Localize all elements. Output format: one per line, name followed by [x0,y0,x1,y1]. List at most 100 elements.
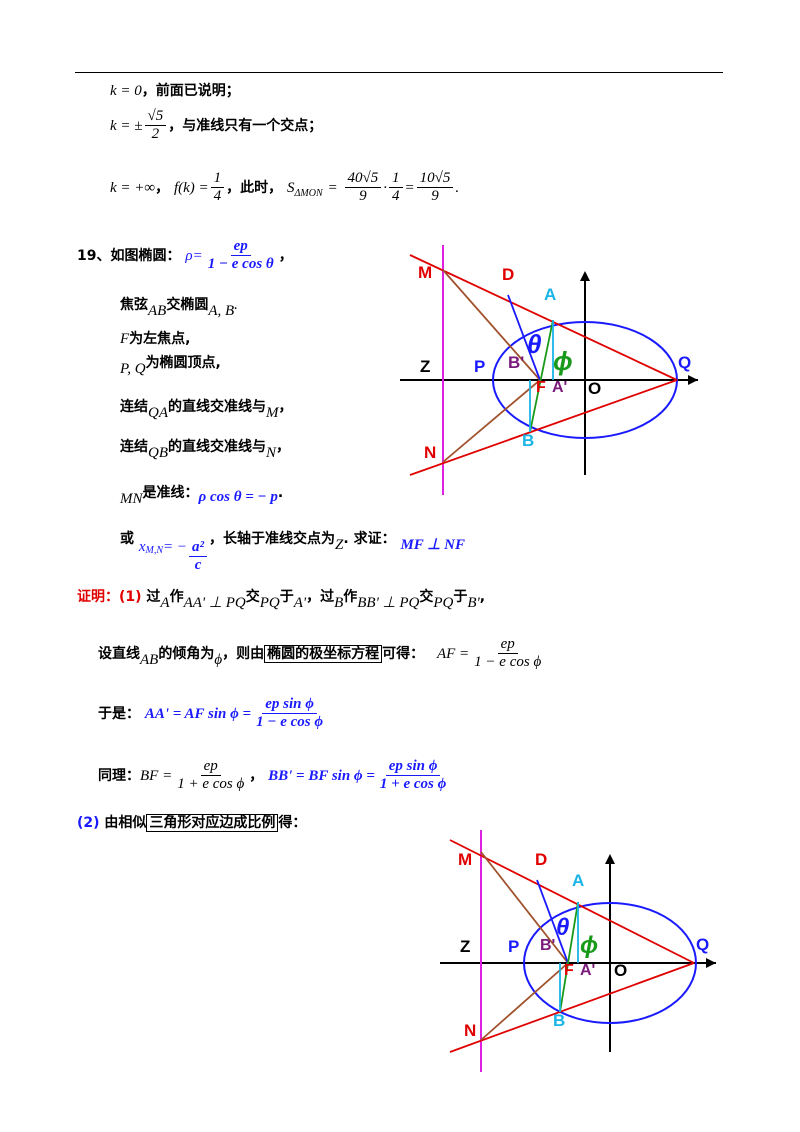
k2-sep: ， [155,179,170,196]
l4-d: M [266,405,279,421]
problem-line-6: MN是准线：ρ cos θ = − p. [120,482,283,508]
k1-num: √5 [144,108,167,127]
k2-text: ，此时， [226,179,283,196]
p3-b: AA' = AF sin ϕ = [144,705,252,722]
s-eq: = [327,179,338,196]
l7-e: Z [335,537,344,553]
label-o-2: O [614,961,627,980]
problem-line-5: 连结QB的直线交准线与N， [120,436,290,462]
p1-n: PQ [433,595,454,611]
line-mf-2 [480,851,569,964]
s-f3-den: 9 [431,188,439,205]
p5-a: (2) [77,815,100,831]
ellipse-2 [523,902,697,1024]
p2-d: ϕ [214,651,223,668]
l1-d: A, B [208,303,235,319]
label-f: F [536,379,546,396]
line-qbn [409,379,678,476]
p4-c: ， [249,767,264,784]
label-q-2: Q [696,935,709,954]
k0-expr: k = 0 [110,83,142,99]
p1-i: ，过 [306,589,335,605]
s-sub: ΔMON [294,187,323,199]
l5-c: 的直线交准线与 [168,439,266,455]
s-dot: · [383,179,387,196]
k1-prefix: k = ± [110,117,143,134]
l1-e: . [234,297,238,313]
line-qam [409,254,678,381]
p1-j: B [334,595,344,611]
p4-d: BB' = BF sin ϕ = [268,767,375,784]
l7-sub: M,N [145,545,164,556]
p4-num2: ep sin ϕ [385,758,441,777]
p5-c: 得： [278,815,307,831]
problem-line-1: 焦弦AB交椭圆A, B. [120,294,238,320]
p1-d: AA' ⊥ PQ [183,595,246,611]
label-b: B [522,431,534,450]
problem-line-3: P, Q为椭圆顶点, [120,352,221,378]
p3-a: 于是： [98,705,140,722]
p1-e: 交 [245,589,260,605]
p1-l: BB' ⊥ PQ [357,595,420,611]
label-z-2: Z [460,937,470,956]
l6-d: . [277,485,284,501]
s-f3-num: 10√5 [416,170,454,189]
l7-den: c [194,557,202,574]
l4-c: 的直线交准线与 [168,399,266,415]
s-f2-num: 1 [389,170,403,189]
l7-num: a² [189,539,208,558]
ellipse-figure-2: M D A Z P B' F A' O Q N B θ ϕ [440,830,716,1072]
rho-num: ep [230,238,251,257]
l1-a: 焦弦 [120,297,148,313]
label-q: Q [678,353,691,372]
label-d-2: D [535,850,547,869]
p1-a: 过 [146,589,161,605]
s-end: . [455,179,460,196]
p2-den: 1 − e cos ϕ [474,654,542,671]
l6-b: 是准线： [142,485,199,501]
s-f2-den: 4 [392,188,400,205]
label-theta-2: θ [556,914,569,941]
p1-g: 于 [279,589,294,605]
label-a-prime-2: A' [580,962,595,979]
l7-a: 或 [120,531,134,547]
label-a-2: A [572,871,584,890]
l7-b: x [138,539,146,555]
label-p: P [474,357,485,376]
p2-b: AB [140,651,159,668]
label-b-prime-2: B' [540,937,555,954]
p1-f: PQ [259,595,280,611]
label-n: N [424,443,436,462]
y-axis-arrow-2 [605,854,615,864]
p5-b: 由相似 [104,815,147,831]
p1-q: , [479,589,486,605]
s-eq2: = [404,179,415,196]
y-axis-arrow [580,271,590,281]
k1-text: ，与准线只有一个交点； [168,117,323,134]
p1-m: 交 [419,589,434,605]
label-phi: ϕ [553,346,573,376]
line-nf-2 [480,962,569,1041]
p3-den: 1 − e cos ϕ [256,714,324,731]
label-a: A [544,285,556,304]
p1-k: 作 [343,589,358,605]
rho-den: 1 − e cos θ [207,256,274,273]
p4-num: ep [200,758,221,777]
chord-ab-2 [559,901,579,1013]
p4-den: 1 + e cos ϕ [177,776,245,793]
k0-text: ，前面已说明； [141,83,240,99]
label-n-2: N [464,1021,476,1040]
